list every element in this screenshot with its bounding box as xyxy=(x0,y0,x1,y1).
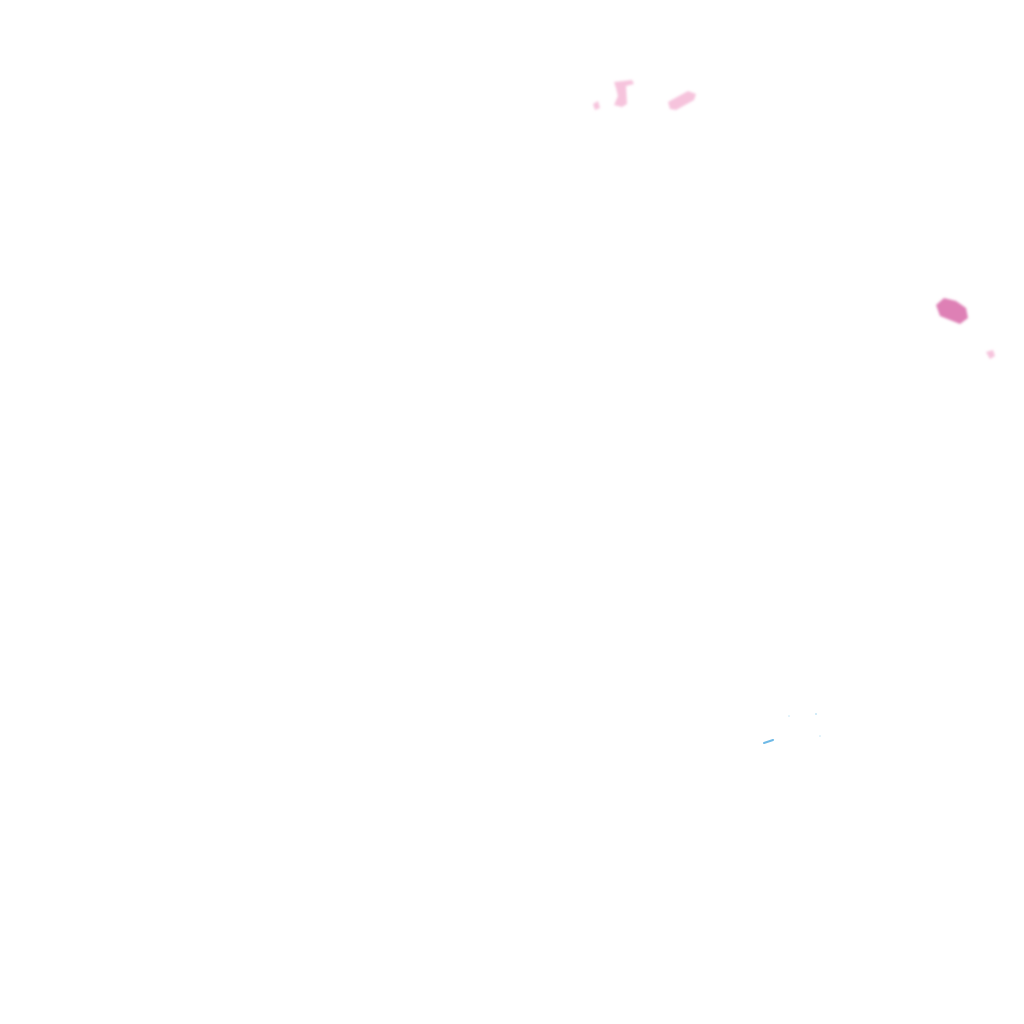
blue-streak xyxy=(763,739,774,744)
blue-dot xyxy=(819,735,821,737)
pink-speck xyxy=(986,350,995,359)
pink-specks-right xyxy=(936,298,995,359)
pink-specks-top xyxy=(593,80,696,110)
pink-speck xyxy=(593,101,600,110)
blue-dot xyxy=(815,713,817,715)
magenta-splotch xyxy=(936,298,968,324)
pink-speck xyxy=(668,91,696,110)
pink-speck xyxy=(614,80,634,107)
blue-specks xyxy=(763,713,821,744)
blue-dot xyxy=(788,715,790,717)
